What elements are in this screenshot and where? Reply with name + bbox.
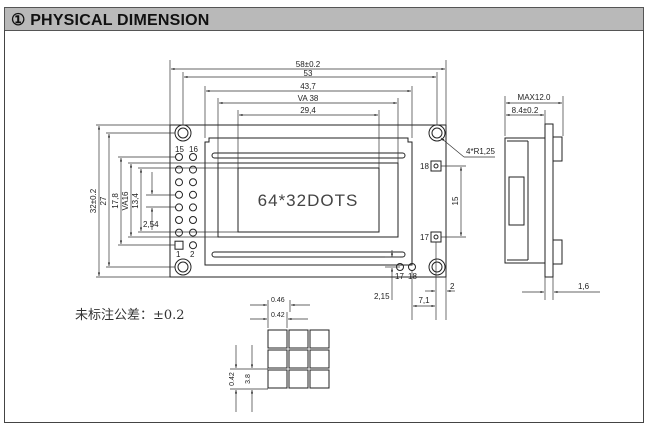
- dimension-label: 0.46: [271, 297, 285, 304]
- dimension-label: VA16: [121, 191, 130, 211]
- dot-cell: [288, 329, 309, 349]
- pin: [175, 153, 183, 161]
- pad-18: [430, 160, 442, 172]
- section-title: ① PHYSICAL DIMENSION: [11, 12, 210, 29]
- pcb-edge: [544, 123, 554, 278]
- dimension-label: 32±0.2: [89, 188, 98, 213]
- pin: [189, 165, 197, 174]
- pin: [175, 228, 183, 237]
- pin: [189, 216, 197, 224]
- pin: [175, 190, 183, 199]
- dimension-label: 43,7: [300, 82, 316, 91]
- pin: [175, 178, 183, 187]
- pin-label-2: 2: [190, 250, 195, 259]
- bezel-outline: [204, 137, 413, 266]
- pin-label-16: 16: [189, 145, 198, 154]
- pin: [175, 165, 183, 174]
- pin-header: [174, 153, 197, 250]
- dimension-label: 4*R1,25: [466, 147, 495, 156]
- dot-cell: [267, 329, 288, 349]
- dimension-label: 27: [99, 196, 108, 205]
- pad-18-label: 18: [420, 162, 429, 171]
- dimension-label: 2: [450, 282, 455, 291]
- pin: [175, 216, 183, 224]
- dot-cell: [267, 369, 288, 389]
- pcb-outline: [169, 124, 447, 278]
- pin: [189, 203, 197, 212]
- pin: [175, 203, 183, 212]
- dot-detail: 0.46 0.42 0.42 3.8: [229, 297, 330, 412]
- dot-cell: [288, 369, 309, 389]
- section-header: ① PHYSICAL DIMENSION: [4, 7, 644, 31]
- left-dimensions: 32±0.2 27 17,8 VA16 13,4 2,54: [89, 124, 238, 278]
- display-text: 64*32DOTS: [258, 191, 359, 210]
- dimension-label: 8.4±0.2: [512, 106, 539, 115]
- pin: [189, 228, 197, 237]
- dot-cell: [288, 349, 309, 369]
- dimension-label: 2,15: [374, 292, 390, 301]
- dimension-label: 2,54: [143, 220, 159, 229]
- dimension-label: MAX12.0: [518, 93, 551, 102]
- dimension-label: 3.8: [245, 374, 252, 384]
- bezel-bar-top: [211, 152, 406, 159]
- side-view: MAX12.0 8.4±0.2 1,6: [504, 93, 600, 300]
- dimension-label: 1,6: [578, 282, 590, 291]
- pin: [189, 241, 197, 250]
- tolerance-note: 未标注公差：±0.2: [75, 308, 185, 323]
- dimension-label: 13,4: [131, 193, 140, 209]
- lcd-glass: [508, 176, 525, 226]
- led-pin-18-label: 18: [408, 272, 417, 281]
- top-dimensions: 58±0.2 53 43,7 VA 38 29,4: [169, 60, 447, 168]
- lcd-body: [504, 137, 546, 264]
- dot-cell: [267, 349, 288, 369]
- dot-cell: [309, 329, 330, 349]
- view-area: [217, 162, 399, 238]
- pin: [174, 240, 184, 250]
- dimension-label: 17,8: [111, 193, 120, 209]
- pin: [189, 153, 197, 161]
- dimension-label: 0.42: [271, 312, 285, 319]
- pad-17: [430, 231, 442, 243]
- pin-label-15: 15: [175, 145, 184, 154]
- dimension-label: 53: [304, 69, 313, 78]
- dimension-label: 7,1: [418, 296, 430, 305]
- led-pin-17-label: 17: [395, 272, 404, 281]
- pin-label-1: 1: [176, 250, 181, 259]
- dot-cell: [309, 349, 330, 369]
- pad-17-label: 17: [420, 233, 429, 242]
- pin-header-bottom: [552, 239, 563, 265]
- front-view: 64*32DOTS 15 16 1 2 18 17 17 18: [169, 124, 447, 281]
- dimension-label: 29,4: [300, 106, 316, 115]
- right-dimensions: 4*R1,25 15 2 7,1 2,15: [374, 137, 495, 320]
- dimension-label: 58±0.2: [296, 60, 321, 69]
- pin: [189, 190, 197, 199]
- pin-header-top: [552, 136, 563, 162]
- led-pin-18: [408, 263, 416, 271]
- dimension-label: VA 38: [298, 94, 319, 103]
- bezel-bar-bottom: [211, 251, 406, 258]
- active-area: [237, 167, 380, 233]
- drawing-frame: [4, 30, 644, 423]
- pin: [189, 178, 197, 187]
- dimension-label: 0.42: [229, 372, 236, 386]
- dimension-label: 15: [451, 196, 460, 205]
- dot-cell: [309, 369, 330, 389]
